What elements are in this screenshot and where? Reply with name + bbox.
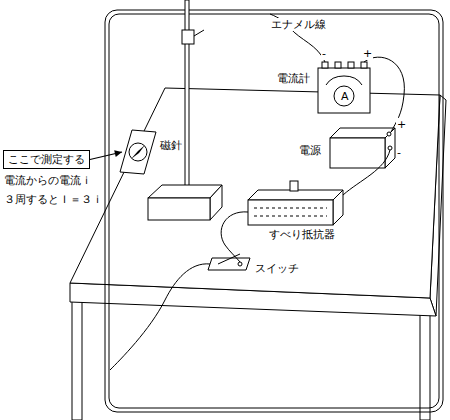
- power-supply: [330, 128, 395, 168]
- label-text: 電源: [298, 144, 322, 157]
- sliding-resistor: [248, 181, 343, 225]
- label-text: +: [396, 118, 407, 131]
- label-text: すべり抵抗器: [268, 228, 336, 241]
- ammeter: [318, 62, 370, 113]
- stand: [148, 0, 222, 220]
- resistor-side: [333, 190, 343, 225]
- label-text: -: [396, 146, 402, 159]
- label-text: 電流からの電流ｉ: [3, 174, 93, 187]
- lead-wire: [221, 212, 248, 262]
- base-front: [148, 198, 210, 220]
- compass-plate: [120, 130, 156, 174]
- wire-inner: [109, 14, 439, 408]
- note-box: ここで測定する: [3, 150, 90, 169]
- label-text: -: [321, 47, 327, 60]
- table: [70, 88, 446, 420]
- terminal: [361, 62, 367, 68]
- terminal: [322, 62, 328, 68]
- resistor-front: [248, 200, 333, 225]
- table-leg: [72, 300, 82, 420]
- terminal: [335, 62, 341, 68]
- enamel-wire-loop: [105, 10, 443, 412]
- label-text: 電流計: [276, 72, 311, 85]
- terminal: [387, 132, 391, 136]
- base-top: [148, 185, 222, 198]
- resistor-coil: [254, 216, 327, 217]
- node-text: 磁針: [160, 138, 182, 153]
- label-text: +: [362, 47, 373, 60]
- label-text: ３周するとＩ＝３ｉ: [3, 193, 104, 206]
- base-side: [210, 185, 222, 220]
- label-text: エナメル線: [270, 18, 327, 31]
- table-top: [70, 88, 440, 298]
- needle: [131, 145, 145, 159]
- power-front: [330, 138, 385, 168]
- compass-dial: [129, 143, 147, 161]
- lead-wire: [343, 150, 390, 195]
- power-top: [330, 128, 395, 138]
- meter-circle: [334, 86, 354, 106]
- node-text: ここで測定する: [8, 153, 85, 166]
- terminal: [348, 62, 354, 68]
- resistor-coil: [254, 208, 327, 209]
- pointer-arrow: [90, 150, 122, 159]
- lead-wire: [110, 264, 210, 370]
- label-text: A: [340, 90, 350, 103]
- ammeter-body: [318, 68, 370, 113]
- switch-contact: [238, 262, 242, 266]
- arrowhead: [114, 150, 122, 157]
- wire-outer: [105, 10, 443, 412]
- stand-clamp: [182, 30, 194, 44]
- switch-base: [208, 258, 250, 270]
- table-leg: [420, 312, 430, 420]
- compass-shape: [118, 126, 158, 178]
- clamp-screw: [194, 30, 204, 36]
- scale-arc: [326, 76, 362, 85]
- terminal: [388, 146, 392, 150]
- compass-needle: 磁針: [118, 126, 158, 178]
- label-text: スイッチ: [254, 262, 300, 275]
- stand-rod: [185, 0, 189, 188]
- switch: [208, 254, 250, 270]
- resistor-slider: [290, 181, 298, 191]
- power-side: [385, 128, 395, 168]
- lead-wires: [110, 14, 404, 370]
